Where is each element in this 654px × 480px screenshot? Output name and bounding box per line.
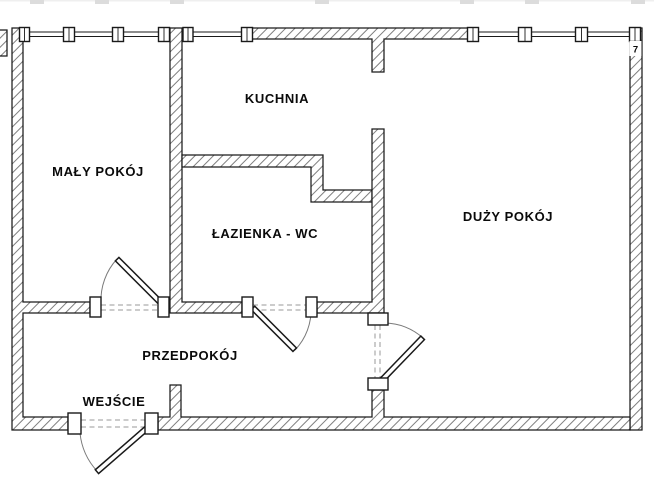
faint-tick <box>525 0 539 4</box>
room-label-wejscie: WEJŚCIE <box>83 394 146 409</box>
faint-tick <box>631 0 645 4</box>
door-swing-arc <box>384 322 424 339</box>
windows <box>18 26 642 43</box>
doors <box>67 256 426 475</box>
room-labels: MAŁY POKÓJ KUCHNIA ŁAZIENKA - WC DUŻY PO… <box>52 91 553 409</box>
door-wejscie <box>67 412 159 475</box>
faint-tick <box>170 0 184 4</box>
door-leaf <box>94 426 149 475</box>
wall-duzy-left <box>316 128 385 314</box>
room-label-lazienka-wc: ŁAZIENKA - WC <box>212 226 318 241</box>
door-jamb <box>367 377 389 391</box>
room-label-przedpokoj: PRZEDPOKÓJ <box>142 348 238 363</box>
door-leaf <box>114 256 164 306</box>
wall-fragment-left-edge <box>0 29 8 57</box>
door-duzy-pokoj <box>367 312 426 391</box>
door-swing-arc <box>100 258 118 304</box>
door-lazienka <box>241 296 318 353</box>
wall-right-outer <box>629 27 643 431</box>
window-duzy-pokoj <box>470 31 634 37</box>
wall-left-outer <box>11 27 91 431</box>
door-jamb <box>305 296 318 318</box>
room-label-duzy-pokoj: DUŻY POKÓJ <box>463 209 553 224</box>
cropped-drawing-fragments <box>0 0 654 4</box>
wall-top-mid <box>251 27 471 73</box>
unit-number-box <box>629 41 642 56</box>
room-label-kuchnia: KUCHNIA <box>245 91 309 106</box>
wall-maly-kuchnia <box>169 27 243 314</box>
window-maly-pokoj <box>22 31 170 37</box>
unit-number-stamp: 7 <box>629 41 642 56</box>
room-label-maly-pokoj: MAŁY POKÓJ <box>52 164 144 179</box>
door-jamb <box>367 312 389 326</box>
window-mullions <box>18 26 642 43</box>
door-jamb <box>157 296 170 318</box>
door-maly-pokoj <box>89 256 170 318</box>
faint-tick <box>460 0 474 4</box>
window-kuchnia <box>183 31 252 37</box>
door-jamb <box>144 412 159 435</box>
faint-tick <box>30 0 44 4</box>
wall-kuchnia-lazienka <box>181 154 373 203</box>
unit-number: 7 <box>633 45 638 56</box>
door-jamb <box>89 296 102 318</box>
door-leaf <box>378 335 426 384</box>
door-jamb <box>241 296 254 318</box>
door-jamb <box>67 412 82 435</box>
door-leaf <box>250 305 298 353</box>
walls <box>0 27 643 431</box>
wall-bottom-outer <box>157 384 631 431</box>
faint-tick <box>95 0 109 4</box>
faint-tick <box>315 0 329 4</box>
door-swing-arc <box>79 432 98 472</box>
